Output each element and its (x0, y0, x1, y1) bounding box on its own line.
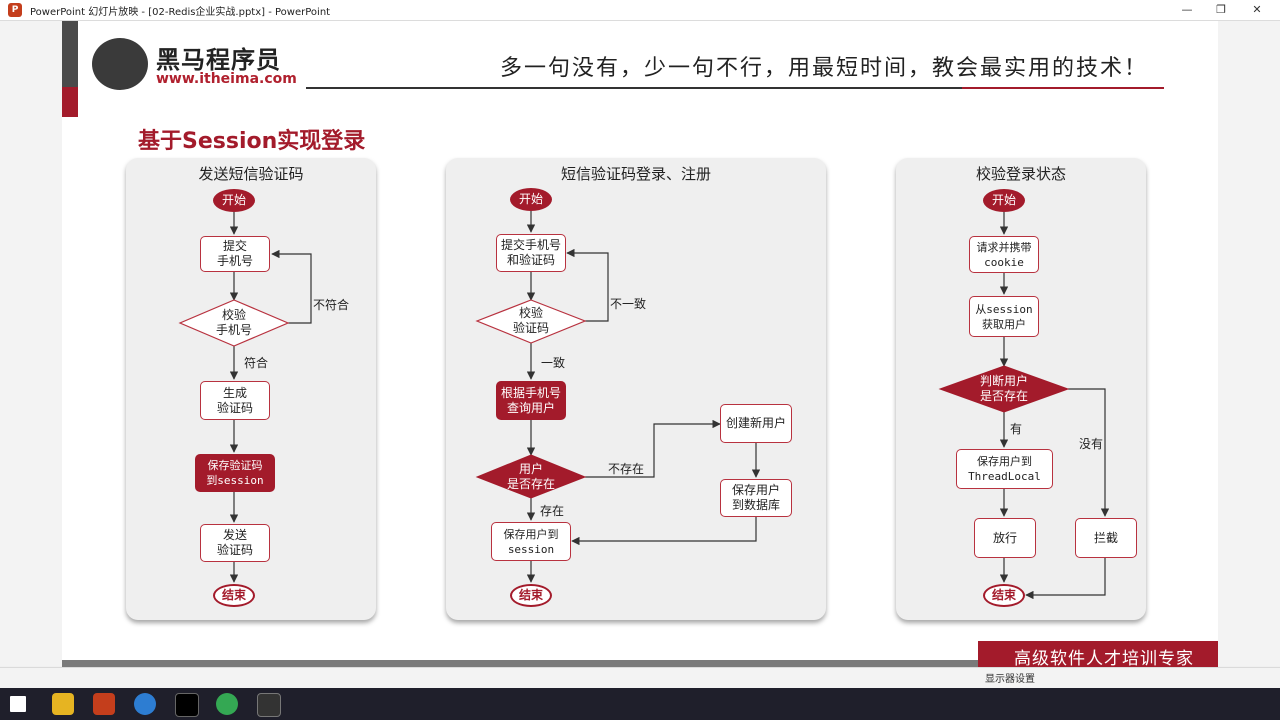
logo-url: www.itheima.com (156, 71, 297, 87)
p3-start-node: 开始 (983, 189, 1025, 212)
terminal-icon[interactable] (257, 693, 281, 717)
p2-submit-phone-code: 提交手机号 和验证码 (496, 234, 566, 272)
windows-start-icon[interactable] (10, 696, 26, 712)
slogan: 多一句没有，少一句不行，用最短时间，教会最实用的技术！ (500, 56, 1149, 81)
p1-generate-code: 生成 验证码 (200, 381, 270, 420)
panel-title-check-login: 校验登录状态 (975, 165, 1066, 183)
p3-end-node: 结束 (983, 584, 1025, 607)
p2-label-not-exist: 不存在 (608, 462, 645, 476)
edge-p2-savedb-savesession (571, 517, 757, 546)
p3-get-user-session: 从session 获取用户 (969, 296, 1039, 337)
edge-p2-check-fail (566, 248, 609, 322)
p3-judge-user-label: 判断用户 是否存在 (979, 374, 1028, 403)
edge-p2-exists-create (585, 419, 721, 478)
minimize-button[interactable]: — (1181, 3, 1193, 16)
browser-icon[interactable] (134, 693, 156, 715)
edge-p3-judge-block (1068, 388, 1110, 517)
p2-start-node: 开始 (510, 188, 552, 211)
p2-save-user-db: 保存用户 到数据库 (720, 479, 792, 517)
panel-title-sms-login: 短信验证码登录、注册 (560, 165, 711, 183)
accent-bar-red (62, 87, 78, 117)
intellij-icon[interactable] (175, 693, 199, 717)
edge-p1-check-fail (271, 249, 312, 324)
p2-query-user: 根据手机号 查询用户 (496, 381, 566, 420)
slide-title: 基于Session实现登录 (138, 129, 366, 154)
p1-send-code: 发送 验证码 (200, 524, 270, 562)
panel-title-send-sms: 发送短信验证码 (198, 165, 304, 183)
p1-label-pass: 符合 (244, 356, 269, 370)
p2-user-exists-label: 用户 是否存在 (506, 462, 555, 491)
p3-block: 拦截 (1075, 518, 1137, 558)
file-explorer-icon[interactable] (52, 693, 74, 715)
slide-bottom-strip (62, 660, 978, 667)
decision-p1-check-phone (178, 299, 290, 347)
decision-p2-check-code (475, 299, 587, 344)
p2-label-exist: 存在 (540, 504, 565, 518)
p2-check-code-label: 校验 验证码 (512, 306, 549, 335)
p2-label-match: 一致 (541, 356, 566, 370)
p3-pass: 放行 (974, 518, 1036, 558)
p1-check-phone-label: 校验 手机号 (215, 308, 252, 337)
status-bar (0, 667, 1280, 688)
p2-save-user-session: 保存用户到 session (491, 522, 571, 561)
edge-p3-block-end (1025, 558, 1106, 600)
footer-banner-text: 高级软件人才培训专家 (1014, 649, 1194, 669)
p3-request-cookie: 请求并携带 cookie (969, 236, 1039, 273)
powerpoint-taskbar-icon[interactable] (93, 693, 115, 715)
header-rule-accent (962, 87, 1164, 89)
p1-save-code-session: 保存验证码 到session (195, 454, 275, 492)
p1-label-fail: 不符合 (313, 298, 350, 312)
maximize-button[interactable]: ❐ (1216, 3, 1226, 16)
powerpoint-icon: P (8, 3, 22, 17)
p2-end-node: 结束 (510, 584, 552, 607)
close-button[interactable]: ✕ (1252, 3, 1262, 16)
p3-label-has: 有 (1010, 422, 1023, 436)
chrome-icon[interactable] (216, 693, 238, 715)
p3-label-none: 没有 (1079, 437, 1104, 451)
p1-start-node: 开始 (213, 189, 255, 212)
accent-bar-gray (62, 21, 78, 87)
display-settings-button[interactable]: 显示器设置 (985, 674, 1035, 685)
footer-banner (978, 641, 1218, 667)
horse-logo-icon (92, 38, 148, 90)
logo-text: 黑马程序员 (156, 46, 281, 74)
decision-p3-user-exists (938, 365, 1070, 413)
p2-create-user: 创建新用户 (720, 404, 792, 443)
window-title: PowerPoint 幻灯片放映 - [02-Redis企业实战.pptx] -… (30, 7, 331, 18)
p1-end-node: 结束 (213, 584, 255, 607)
p3-save-user-threadlocal: 保存用户到 ThreadLocal (956, 449, 1053, 489)
window-titlebar (0, 0, 1280, 21)
header-rule (306, 87, 962, 89)
decision-p2-user-exists (475, 454, 587, 499)
taskbar (0, 688, 1280, 720)
p2-save-user-session-text: 保存用户到 session (503, 527, 559, 556)
p1-submit-phone: 提交 手机号 (200, 236, 270, 272)
p2-label-mismatch: 不一致 (610, 297, 647, 311)
